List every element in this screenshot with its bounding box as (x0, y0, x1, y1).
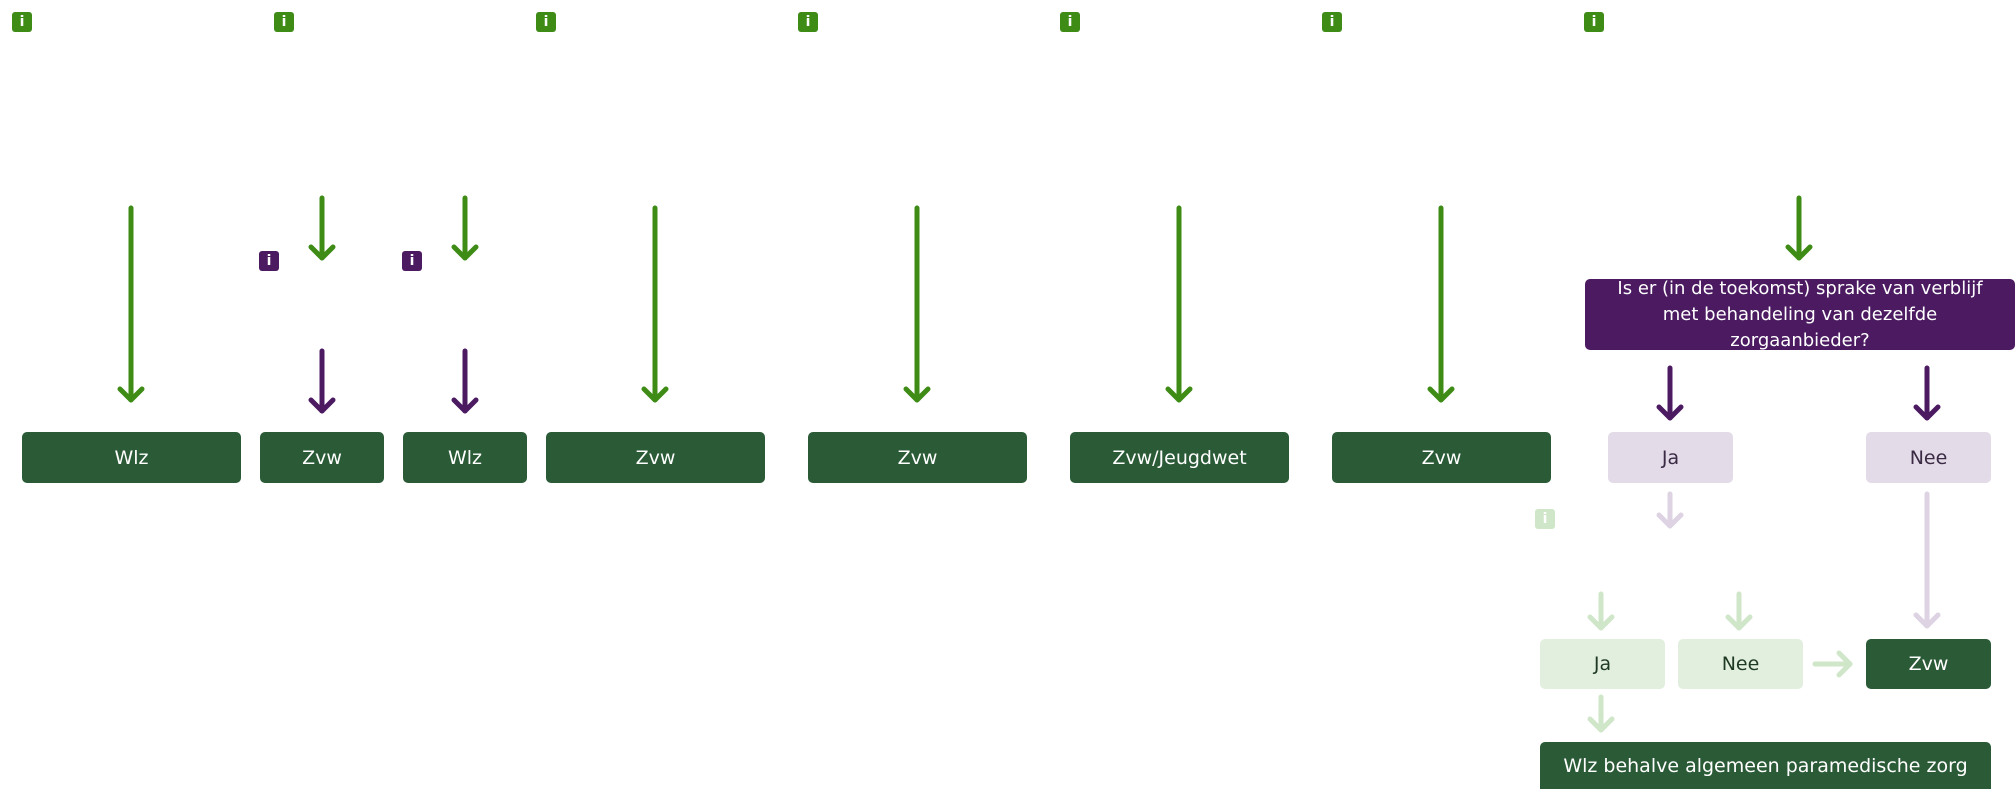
result-box-zvw: Zvw (1332, 432, 1551, 483)
arrow-down (1656, 365, 1684, 421)
answer-ja[interactable]: Ja (1608, 432, 1733, 483)
info-icon[interactable]: i (259, 251, 279, 271)
arrow-down (1165, 205, 1193, 403)
info-icon[interactable]: i (798, 12, 818, 32)
arrow-down (1427, 205, 1455, 403)
sub-answer-nee[interactable]: Nee (1678, 639, 1803, 689)
result-box-wlz: Wlz (22, 432, 241, 483)
arrow-down (451, 348, 479, 414)
info-icon[interactable]: i (12, 12, 32, 32)
result-box-wlz: Wlz (403, 432, 527, 483)
info-icon[interactable]: i (1322, 12, 1342, 32)
arrow-down (903, 205, 931, 403)
result-box-final: Wlz behalve algemeen paramedische zorg (1540, 742, 1991, 789)
info-icon[interactable]: i (1535, 509, 1555, 529)
result-box-zvw: Zvw (260, 432, 384, 483)
answer-nee[interactable]: Nee (1866, 432, 1991, 483)
arrow-down (308, 195, 336, 261)
arrow-right (1812, 650, 1853, 678)
info-icon[interactable]: i (536, 12, 556, 32)
arrow-down (641, 205, 669, 403)
sub-answer-ja[interactable]: Ja (1540, 639, 1665, 689)
result-box-zvw: Zvw (1866, 639, 1991, 689)
question-box: Is er (in de toekomst) sprake van verbli… (1585, 278, 2015, 351)
arrow-down (451, 195, 479, 261)
arrow-down (308, 348, 336, 414)
arrow-down (117, 205, 145, 403)
info-icon[interactable]: i (402, 251, 422, 271)
arrow-down (1587, 591, 1615, 631)
result-box-zvw: Zvw (546, 432, 765, 483)
info-icon[interactable]: i (1060, 12, 1080, 32)
arrow-down (1656, 491, 1684, 529)
arrow-down (1913, 491, 1941, 629)
arrow-down (1725, 591, 1753, 631)
info-icon[interactable]: i (1584, 12, 1604, 32)
info-icon[interactable]: i (274, 12, 294, 32)
arrow-down (1785, 195, 1813, 261)
result-box-zvw: Zvw (808, 432, 1027, 483)
result-box-zvw-jeugdwet: Zvw/Jeugdwet (1070, 432, 1289, 483)
arrow-down (1913, 365, 1941, 421)
arrow-down (1587, 694, 1615, 733)
